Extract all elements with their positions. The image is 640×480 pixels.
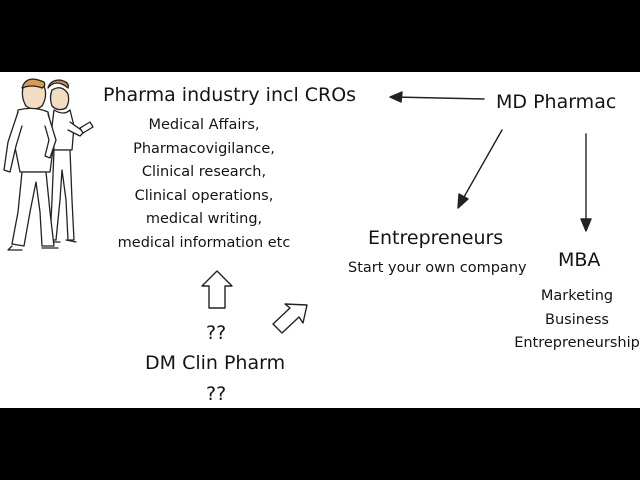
list-item: Marketing: [540, 288, 614, 304]
entrepreneurs-title: Entrepreneurs: [368, 227, 504, 249]
arrow-left-icon: [389, 91, 485, 103]
pharma-roles-list: Medical Affairs, Pharmacovigilance, Clin…: [116, 114, 292, 255]
people-illustration-icon: [3, 78, 94, 251]
arrow-down-icon: [580, 133, 592, 232]
mba-items-list: Marketing Business Entrepreneurship: [512, 285, 640, 356]
arrows-layer: [201, 91, 592, 334]
hollow-arrow-up-icon: [201, 270, 233, 309]
hollow-arrow-up-right-icon: [272, 303, 308, 334]
arrow-down-left-icon: [457, 129, 503, 209]
pharma-title: Pharma industry incl CROs: [103, 84, 357, 106]
list-item: Clinical research,: [141, 164, 267, 180]
entrepreneurs-subtitle: Start your own company: [348, 260, 527, 276]
dm-clin-pharm-question-above: ??: [206, 322, 227, 344]
diagram-canvas: Pharma industry incl CROs Medical Affair…: [0, 72, 640, 408]
list-item: Medical Affairs,: [148, 117, 260, 133]
list-item: Entrepreneurship: [514, 335, 640, 351]
list-item: Pharmacovigilance,: [133, 140, 275, 157]
md-pharmac-title: MD Pharmac: [496, 91, 617, 113]
dm-clin-pharm-title: DM Clin Pharm: [145, 352, 286, 374]
list-item: medical writing,: [145, 211, 263, 227]
list-item: medical information etc: [117, 234, 291, 251]
list-item: Business: [545, 311, 609, 328]
list-item: Clinical operations,: [134, 187, 274, 204]
mba-title: MBA: [558, 249, 601, 271]
dm-clin-pharm-question-below: ??: [206, 383, 227, 405]
